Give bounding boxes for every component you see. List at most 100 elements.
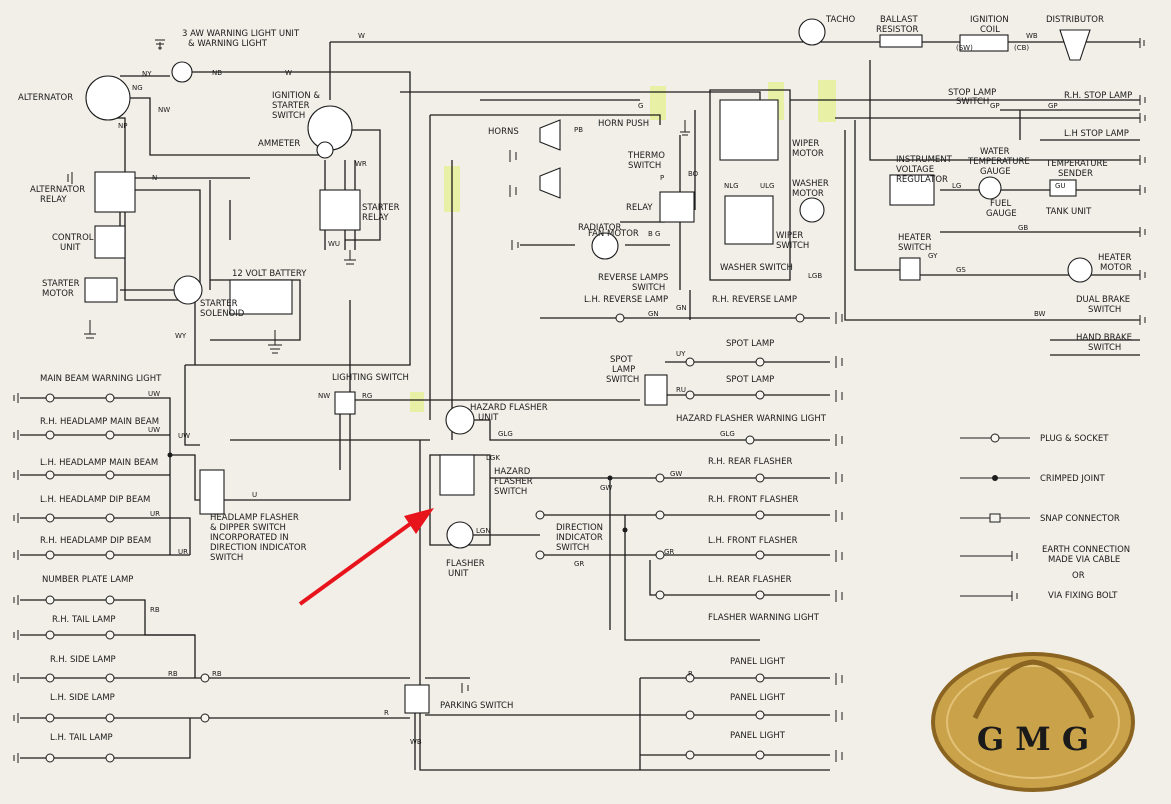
wire-code: UW xyxy=(178,432,190,440)
wire-code: GR xyxy=(574,560,584,568)
wire-code: WB xyxy=(1026,32,1038,40)
wire-code: LGN xyxy=(476,527,491,535)
label-lh-front-flasher: L.H. FRONT FLASHER xyxy=(708,536,798,546)
wire-code: WB xyxy=(410,738,422,746)
label-horn-push: HORN PUSH xyxy=(598,119,649,129)
label-rh-rear-flasher: R.H. REAR FLASHER xyxy=(708,457,792,467)
red-arrow-annotation xyxy=(298,508,434,606)
wire-code: NP xyxy=(118,122,127,130)
label-lh-rear-flasher: L.H. REAR FLASHER xyxy=(708,575,792,585)
legend-earth: MADE VIA CABLE xyxy=(1048,555,1120,565)
wire-code: LGB xyxy=(808,272,822,280)
label-rh-tail: R.H. TAIL LAMP xyxy=(52,615,115,625)
label-radiator-fan: RADIATOR xyxy=(578,223,621,233)
logo-text: G M G xyxy=(977,720,1089,758)
label-warning-light-unit: & WARNING LIGHT xyxy=(188,39,268,49)
wire-code: GN xyxy=(676,304,687,312)
wire-code: U xyxy=(252,491,257,499)
wire-code: NLG xyxy=(724,182,739,190)
label-heater-motor: MOTOR xyxy=(1100,263,1132,273)
label-headlamp-flasher: HEADLAMP FLASHER xyxy=(210,513,299,523)
label-thermo-switch: THERMO xyxy=(627,151,665,161)
label-ignition-switch: SWITCH xyxy=(272,111,305,121)
label-starter-solenoid: STARTER xyxy=(200,299,238,309)
label-temp-sender: TEMPERATURE xyxy=(1045,159,1108,169)
wire-code: ULG xyxy=(760,182,774,190)
label-panel-light: PANEL LIGHT xyxy=(730,657,786,667)
component-symbols xyxy=(84,18,1093,714)
label-direction-indicator: SWITCH xyxy=(556,543,589,553)
label-distributor: DISTRIBUTOR xyxy=(1046,15,1104,25)
highlight-mark xyxy=(650,86,666,120)
wiring-network xyxy=(20,41,1140,771)
label-headlamp-flasher: DIRECTION INDICATOR xyxy=(210,543,307,553)
label-radiator-fan: FAN MOTOR xyxy=(588,229,639,239)
label-lh-headlamp-dip: L.H. HEADLAMP DIP BEAM xyxy=(40,495,150,505)
label-main-beam-warning: MAIN BEAM WARNING LIGHT xyxy=(40,374,162,384)
label-parking-switch: PARKING SWITCH xyxy=(440,701,513,711)
wire-code: UW xyxy=(148,390,160,398)
label-headlamp-flasher: INCORPORATED IN xyxy=(210,533,289,543)
wire-code: GW xyxy=(600,484,612,492)
wire-code: R xyxy=(384,709,389,717)
label-hand-brake: SWITCH xyxy=(1088,343,1121,353)
label-warning-light-unit: 3 AW WARNING LIGHT UNIT xyxy=(182,29,300,39)
label-rh-headlamp-main: R.H. HEADLAMP MAIN BEAM xyxy=(40,417,159,427)
label-ballast-resistor: RESISTOR xyxy=(876,25,918,35)
label-stop-lamp-switch: STOP LAMP xyxy=(948,88,996,98)
legend-snap-connector: SNAP CONNECTOR xyxy=(1040,514,1120,524)
label-water-temp-gauge: GAUGE xyxy=(980,167,1011,177)
label-headlamp-flasher: SWITCH xyxy=(210,553,243,563)
label-flasher-unit: UNIT xyxy=(448,569,469,579)
label-alternator-relay: ALTERNATOR xyxy=(30,185,85,195)
label-panel-light: PANEL LIGHT xyxy=(730,693,786,703)
label-starter-motor: STARTER xyxy=(42,279,80,289)
wire-code: WY xyxy=(175,332,187,340)
label-lh-stop-lamp: L.H STOP LAMP xyxy=(1064,129,1129,139)
legend-plug-socket: PLUG & SOCKET xyxy=(1040,434,1109,444)
wire-code: (CB) xyxy=(1014,44,1029,52)
label-hazard-flasher-switch: SWITCH xyxy=(494,487,527,497)
label-horns: HORNS xyxy=(488,127,519,137)
label-ignition-coil: IGNITION xyxy=(970,15,1009,25)
wire-code: WR xyxy=(355,160,367,168)
label-hazard-flasher-unit: UNIT xyxy=(478,413,499,423)
label-heater-switch: HEATER xyxy=(898,233,931,243)
label-ammeter: AMMETER xyxy=(258,139,300,149)
label-tank-unit: TANK UNIT xyxy=(1045,207,1092,217)
wire-code: GY xyxy=(928,252,938,260)
label-control-unit: UNIT xyxy=(60,243,81,253)
wire-code: RG xyxy=(362,392,372,400)
label-hazard-flasher-switch: HAZARD xyxy=(494,467,531,477)
label-lh-side: L.H. SIDE LAMP xyxy=(50,693,115,703)
label-reverse-lamps-switch: SWITCH xyxy=(632,283,665,293)
label-stop-lamp-switch: SWITCH xyxy=(956,97,989,107)
legend-crimped-joint: CRIMPED JOINT xyxy=(1040,474,1105,484)
label-headlamp-flasher: & DIPPER SWITCH xyxy=(210,523,286,533)
wire-code: W xyxy=(285,69,292,77)
label-spot-lamp: SPOT LAMP xyxy=(726,339,774,349)
wire-code: RB xyxy=(212,670,222,678)
label-number-plate: NUMBER PLATE LAMP xyxy=(42,575,133,585)
label-starter-relay: STARTER xyxy=(362,203,400,213)
wire-code: GLG xyxy=(720,430,735,438)
label-spot-lamp-switch: SWITCH xyxy=(606,375,639,385)
legend: PLUG & SOCKET CRIMPED JOINT SNAP CONNECT… xyxy=(1040,434,1130,601)
label-alternator: ALTERNATOR xyxy=(18,93,73,103)
label-wiper-motor: WIPER xyxy=(792,139,819,149)
label-spot-lamp-switch: SPOT xyxy=(610,355,633,365)
legend-earth: OR xyxy=(1072,571,1085,581)
label-lh-tail: L.H. TAIL LAMP xyxy=(50,733,113,743)
label-hazard-warning-light: HAZARD FLASHER WARNING LIGHT xyxy=(676,414,827,424)
wire-code: P xyxy=(660,174,664,182)
wire-code: LGK xyxy=(486,454,500,462)
label-hazard-flasher-unit: HAZARD FLASHER xyxy=(470,403,548,413)
label-dual-brake: SWITCH xyxy=(1088,305,1121,315)
label-flasher-warning: FLASHER WARNING LIGHT xyxy=(708,613,820,623)
label-direction-indicator: INDICATOR xyxy=(556,533,603,543)
label-wiper-motor: MOTOR xyxy=(792,149,824,159)
label-instrument-regulator: INSTRUMENT xyxy=(896,155,953,165)
earth-symbols xyxy=(13,38,1146,763)
wire-code: GN xyxy=(648,310,659,318)
